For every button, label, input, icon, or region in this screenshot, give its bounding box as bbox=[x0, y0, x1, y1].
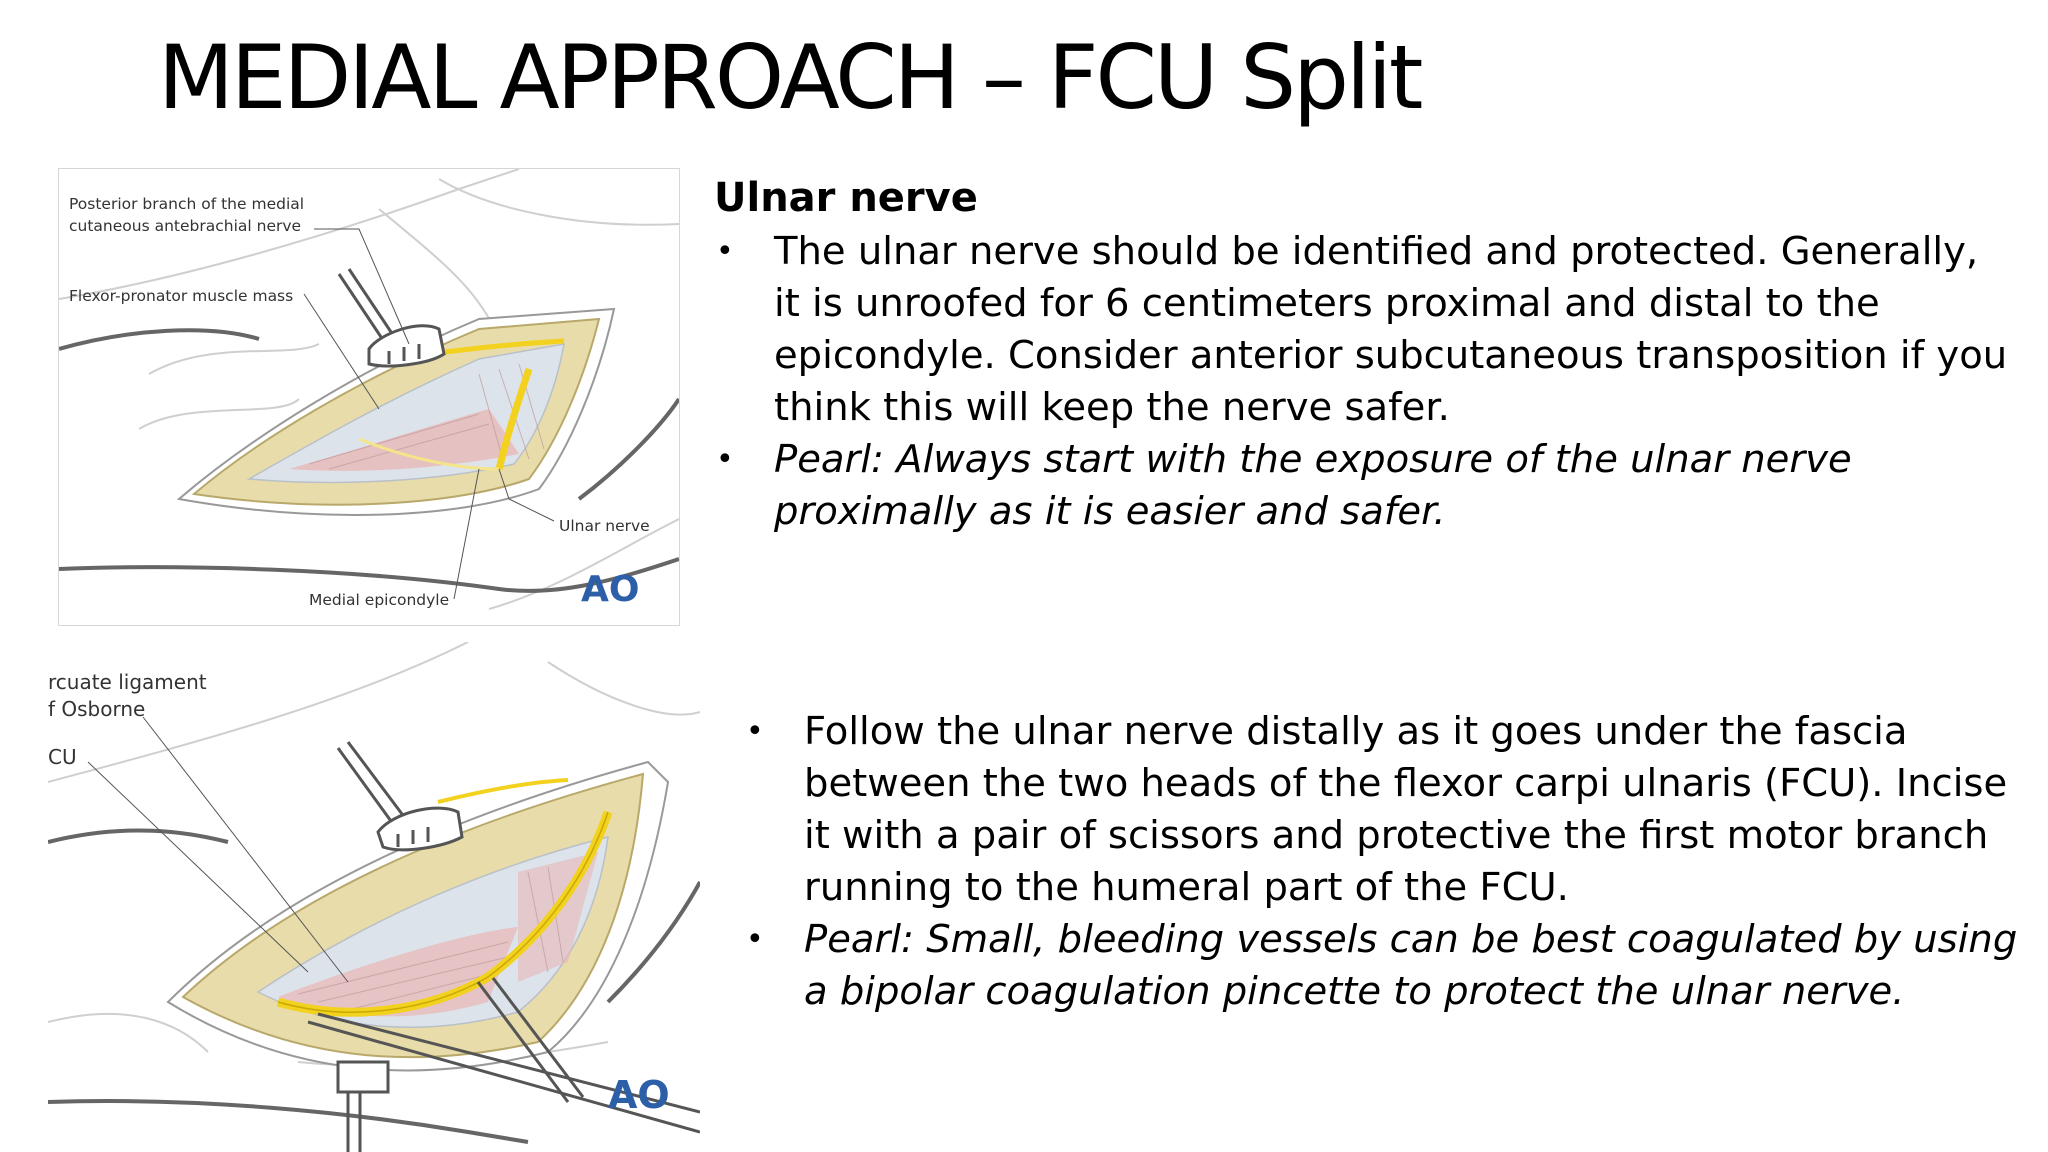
list-item: • Pearl: Always start with the exposure … bbox=[714, 434, 2014, 538]
label-posterior-branch-1: Posterior branch of the medial bbox=[69, 195, 304, 213]
bullet-glyph: • bbox=[746, 714, 764, 749]
bullet-list: • The ulnar nerve should be identified a… bbox=[714, 226, 2014, 538]
label-arcuate-ligament-1: rcuate ligament bbox=[48, 670, 207, 694]
list-item: • Pearl: Small, bleeding vessels can be … bbox=[744, 914, 2034, 1018]
ulnar-nerve-section: Ulnar nerve • The ulnar nerve should be … bbox=[714, 172, 2014, 538]
label-medial-epicondyle: Medial epicondyle bbox=[309, 591, 449, 609]
illustration-fcu-split: rcuate ligament f Osborne CU AO bbox=[48, 642, 700, 1152]
bullet-text: Pearl: Small, bleeding vessels can be be… bbox=[804, 917, 2018, 1014]
bullet-glyph: • bbox=[716, 442, 734, 477]
illustration-medial-approach: Posterior branch of the medial cutaneous… bbox=[59, 169, 679, 610]
bullet-list: • Follow the ulnar nerve distally as it … bbox=[744, 706, 2034, 1018]
fcu-split-section: • Follow the ulnar nerve distally as it … bbox=[744, 706, 2034, 1018]
slide-title: MEDIAL APPROACH – FCU Split bbox=[158, 26, 1423, 129]
label-fcu: CU bbox=[48, 745, 77, 769]
bullet-glyph: • bbox=[746, 922, 764, 957]
list-item: • Follow the ulnar nerve distally as it … bbox=[744, 706, 2034, 914]
bullet-glyph: • bbox=[716, 234, 734, 269]
bullet-text: Pearl: Always start with the exposure of… bbox=[774, 437, 1852, 534]
surgical-illustration-top: Posterior branch of the medial cutaneous… bbox=[58, 168, 680, 626]
label-posterior-branch-2: cutaneous antebrachial nerve bbox=[69, 217, 301, 235]
label-ulnar-nerve: Ulnar nerve bbox=[559, 517, 650, 535]
ao-logo: AO bbox=[581, 569, 639, 610]
ao-logo: AO bbox=[608, 1073, 670, 1117]
label-arcuate-ligament-2: f Osborne bbox=[48, 697, 145, 721]
list-item: • The ulnar nerve should be identified a… bbox=[714, 226, 2014, 434]
bullet-text: The ulnar nerve should be identified and… bbox=[774, 229, 2008, 430]
bullet-text: Follow the ulnar nerve distally as it go… bbox=[804, 709, 2008, 910]
surgical-illustration-bottom: rcuate ligament f Osborne CU AO bbox=[48, 642, 700, 1152]
label-flexor-pronator: Flexor-pronator muscle mass bbox=[69, 287, 293, 305]
section-heading: Ulnar nerve bbox=[714, 175, 978, 221]
